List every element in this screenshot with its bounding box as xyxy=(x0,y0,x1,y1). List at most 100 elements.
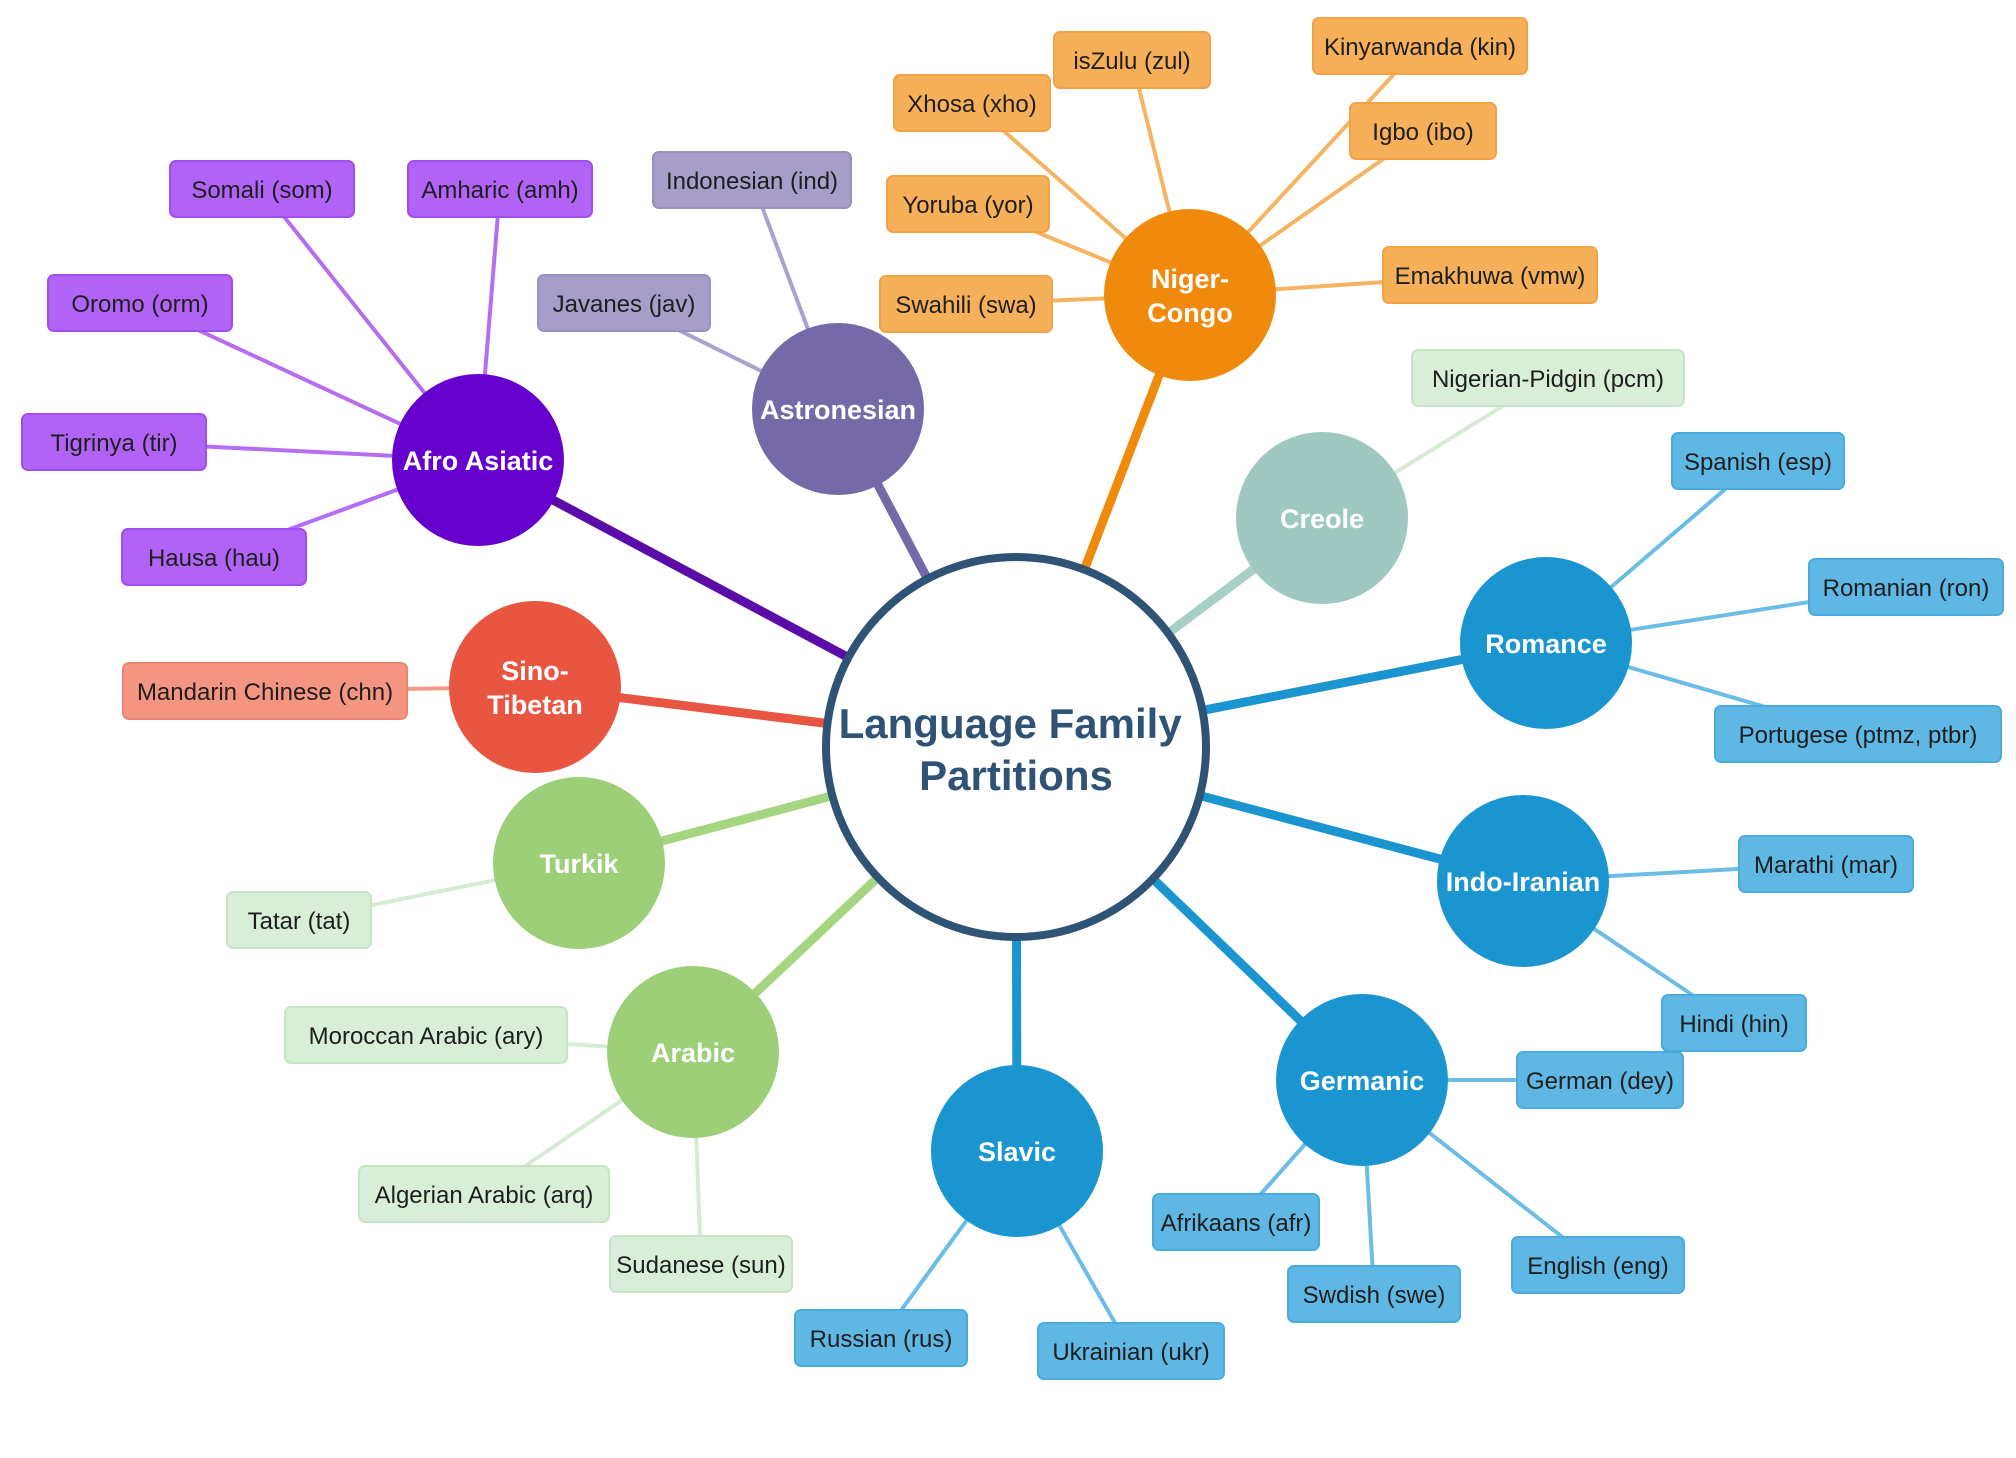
families-layer: Somali (som) Amharic (amh) Oromo (orm) Tigr… xyxy=(21,17,2004,1380)
family-node-astronesian: Astronesian xyxy=(752,323,924,495)
leaf-label: Kinyarwanda (kin) xyxy=(1324,34,1516,61)
family-node-romance: Romance xyxy=(1460,557,1632,729)
leaf-algerian-arabic-arq: Algerian Arabic (arq) xyxy=(358,1165,610,1223)
leaf-russian-rus: Russian (rus) xyxy=(794,1309,968,1367)
leaf-box xyxy=(1382,246,1598,304)
leaf-label: Spanish (esp) xyxy=(1684,449,1832,476)
leaf-box xyxy=(1287,1265,1461,1323)
family-label-line: Sino- xyxy=(501,656,569,686)
family-label-line: Niger- xyxy=(1151,264,1229,294)
family-circle xyxy=(607,966,779,1138)
leaf-label: isZulu (zul) xyxy=(1073,48,1190,75)
family-circle xyxy=(1236,432,1408,604)
leaf-label: Javanes (jav) xyxy=(553,291,696,318)
leaf-box xyxy=(1037,1322,1225,1380)
leaf-label: Hindi (hin) xyxy=(1679,1011,1788,1038)
family-label: Creole xyxy=(1280,504,1364,534)
leaf-box xyxy=(794,1309,968,1367)
leaf-label: Algerian Arabic (arq) xyxy=(375,1182,594,1209)
leaf-box xyxy=(122,662,408,720)
leaf-igbo-ibo: Igbo (ibo) xyxy=(1349,102,1497,160)
leaf-box xyxy=(169,160,355,218)
leaf-marathi-mar: Marathi (mar) xyxy=(1738,835,1914,893)
family-label-line: Germanic xyxy=(1300,1066,1425,1096)
family-circle xyxy=(1437,795,1609,967)
leaf-box xyxy=(886,175,1050,233)
leaf-label: Yoruba (yor) xyxy=(902,192,1033,219)
family-label: Slavic xyxy=(978,1137,1056,1167)
leaf-label: Swahili (swa) xyxy=(895,292,1036,319)
family-node-afro-asiatic: Afro Asiatic xyxy=(392,374,564,546)
leaf-label: Emakhuwa (vmw) xyxy=(1395,263,1586,290)
leaf-sudanese-sun: Sudanese (sun) xyxy=(609,1235,793,1293)
family-label: Afro Asiatic xyxy=(403,446,554,476)
family-label: Arabic xyxy=(651,1038,735,1068)
leaf-box xyxy=(121,528,307,586)
leaf-box xyxy=(537,274,711,332)
leaf-hausa-hau: Hausa (hau) xyxy=(121,528,307,586)
family-label-line: Tibetan xyxy=(487,690,583,720)
family-label-line: Slavic xyxy=(978,1137,1056,1167)
family-node-slavic: Slavic xyxy=(931,1065,1103,1237)
leaf-moroccan-arabic-ary: Moroccan Arabic (ary) xyxy=(284,1006,568,1064)
leaf-box xyxy=(47,274,233,332)
family-circle xyxy=(1276,994,1448,1166)
leaf-nigerian-pidgin-pcm: Nigerian-Pidgin (pcm) xyxy=(1411,349,1685,407)
leaf-kinyarwanda-kin: Kinyarwanda (kin) xyxy=(1312,17,1528,75)
leaf-label: Hausa (hau) xyxy=(148,545,280,572)
leaf-label: Russian (rus) xyxy=(810,1326,953,1353)
center-title-line-1: Language Family xyxy=(839,700,1183,747)
family-label-line: Astronesian xyxy=(760,395,916,425)
leaf-label: Indonesian (ind) xyxy=(666,168,838,195)
leaf-label: Moroccan Arabic (ary) xyxy=(309,1023,544,1050)
leaf-xhosa-xho: Xhosa (xho) xyxy=(893,74,1051,132)
family-node-indo-iranian: Indo-Iranian xyxy=(1437,795,1609,967)
leaf-ukrainian-ukr: Ukrainian (ukr) xyxy=(1037,1322,1225,1380)
leaf-box xyxy=(1738,835,1914,893)
leaf-swdish-swe: Swdish (swe) xyxy=(1287,1265,1461,1323)
family-node-arabic: Arabic xyxy=(607,966,779,1138)
leaf-swahili-swa: Swahili (swa) xyxy=(879,275,1053,333)
leaf-box xyxy=(1349,102,1497,160)
leaf-amharic-amh: Amharic (amh) xyxy=(407,160,593,218)
family-circle xyxy=(931,1065,1103,1237)
family-label: Niger-Congo xyxy=(1147,264,1232,328)
leaf-box xyxy=(1714,705,2002,763)
family-circle xyxy=(1460,557,1632,729)
leaf-box xyxy=(1411,349,1685,407)
leaf-tatar-tat: Tatar (tat) xyxy=(226,891,372,949)
leaf-box xyxy=(1661,994,1807,1052)
center-circle xyxy=(822,553,1210,941)
leaf-hindi-hin: Hindi (hin) xyxy=(1661,994,1807,1052)
family-label: Germanic xyxy=(1300,1066,1425,1096)
leaf-label: Sudanese (sun) xyxy=(616,1252,785,1279)
family-label: Sino- Tibetan xyxy=(487,656,583,720)
leaf-box xyxy=(893,74,1051,132)
center-node: Language Family Partitions xyxy=(822,553,1210,941)
leaf-spanish-esp: Spanish (esp) xyxy=(1671,432,1845,490)
family-label: Indo-Iranian xyxy=(1446,867,1601,897)
leaf-label: Ukrainian (ukr) xyxy=(1052,1339,1209,1366)
family-label-line: Indo-Iranian xyxy=(1446,867,1601,897)
family-label-line: Creole xyxy=(1280,504,1364,534)
leaf-box xyxy=(1152,1193,1320,1251)
leaf-label: Swdish (swe) xyxy=(1303,1282,1446,1309)
leaf-label: Portugese (ptmz, ptbr) xyxy=(1739,722,1978,749)
leaf-mandarin-chinese-chn: Mandarin Chinese (chn) xyxy=(122,662,408,720)
leaf-tigrinya-tir: Tigrinya (tir) xyxy=(21,413,207,471)
family-node-creole: Creole xyxy=(1236,432,1408,604)
leaf-iszulu-zul: isZulu (zul) xyxy=(1053,31,1211,89)
leaf-box xyxy=(1511,1236,1685,1294)
leaf-label: Somali (som) xyxy=(191,177,332,204)
family-label-line: Arabic xyxy=(651,1038,735,1068)
leaf-label: Marathi (mar) xyxy=(1754,852,1898,879)
family-label: Romance xyxy=(1485,629,1607,659)
leaf-box xyxy=(652,151,852,209)
leaf-label: Oromo (orm) xyxy=(71,291,208,318)
leaf-indonesian-ind: Indonesian (ind) xyxy=(652,151,852,209)
family-circle xyxy=(493,777,665,949)
leaf-label: Nigerian-Pidgin (pcm) xyxy=(1432,366,1664,393)
leaf-box xyxy=(1312,17,1528,75)
leaf-box xyxy=(879,275,1053,333)
